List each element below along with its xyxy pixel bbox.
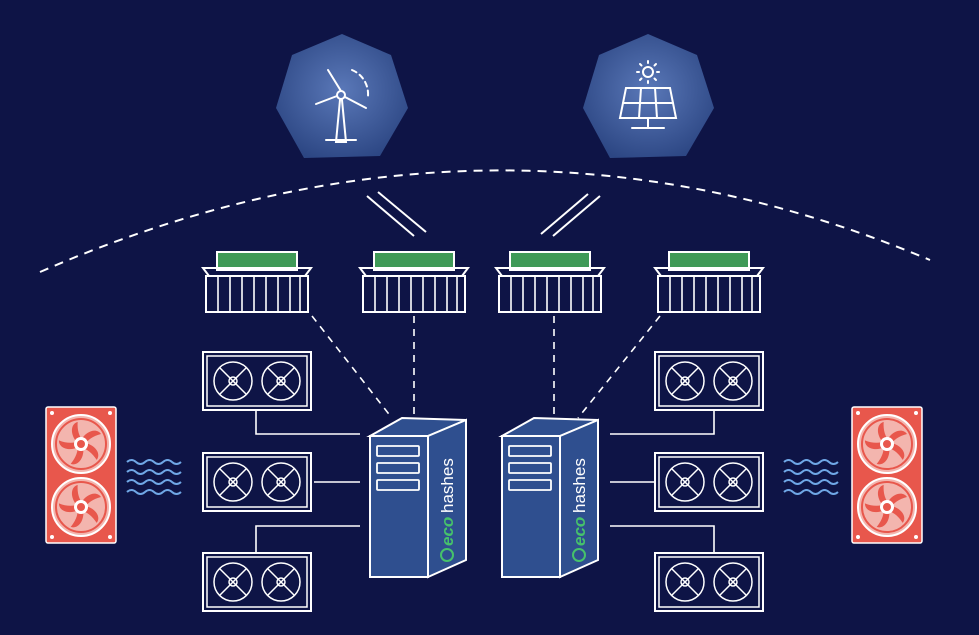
- wind-energy-badge: [276, 34, 408, 158]
- miner-links: [255, 410, 715, 552]
- cooling-fan-right: [851, 406, 923, 544]
- server-2-brand-prefix: eco: [570, 517, 589, 546]
- server-1-brand-suffix: hashes: [438, 458, 457, 513]
- cooling-fan-icon: [857, 477, 917, 537]
- container-links: [311, 315, 661, 419]
- power-feed-lines: [366, 191, 601, 237]
- server-2-brand-suffix: hashes: [570, 458, 589, 513]
- cooling-fan-icon: [857, 414, 917, 474]
- cooling-fan-icon: [51, 477, 111, 537]
- leaf-logo-icon: [440, 548, 454, 562]
- wind-turbine-icon: [315, 69, 370, 143]
- cooling-fan-left: [45, 406, 117, 544]
- leaf-logo-icon: [572, 548, 586, 562]
- server-1: eco hashes: [366, 416, 467, 579]
- server-1-brand-prefix: eco: [438, 517, 457, 546]
- server-2: eco hashes: [498, 416, 599, 579]
- solar-energy-badge: [583, 34, 714, 158]
- cooling-fan-icon: [51, 414, 111, 474]
- solar-panel-icon: [618, 60, 678, 129]
